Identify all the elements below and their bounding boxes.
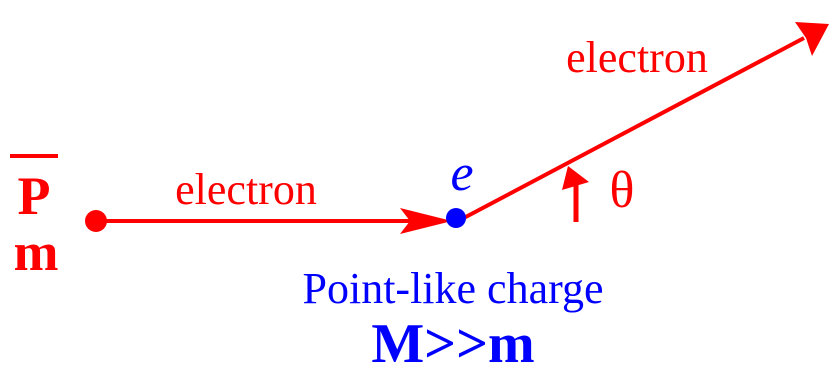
target-description: Point-like charge bbox=[303, 264, 604, 313]
momentum-symbol: P bbox=[18, 166, 51, 226]
mass-symbol: m bbox=[14, 222, 59, 282]
point-charge-dot bbox=[446, 208, 466, 228]
scattering-angle-symbol: θ bbox=[610, 162, 635, 219]
charge-symbol: e bbox=[450, 145, 473, 202]
angle-indicator-arrowhead-icon bbox=[562, 166, 589, 190]
incoming-electron-label: electron bbox=[175, 165, 317, 214]
outgoing-electron-line bbox=[459, 36, 805, 222]
outgoing-arrowhead-icon bbox=[795, 22, 829, 56]
incoming-arrowhead-icon bbox=[400, 208, 452, 234]
outgoing-electron-label: electron bbox=[566, 33, 708, 82]
mass-relation: M>>m bbox=[371, 313, 534, 369]
